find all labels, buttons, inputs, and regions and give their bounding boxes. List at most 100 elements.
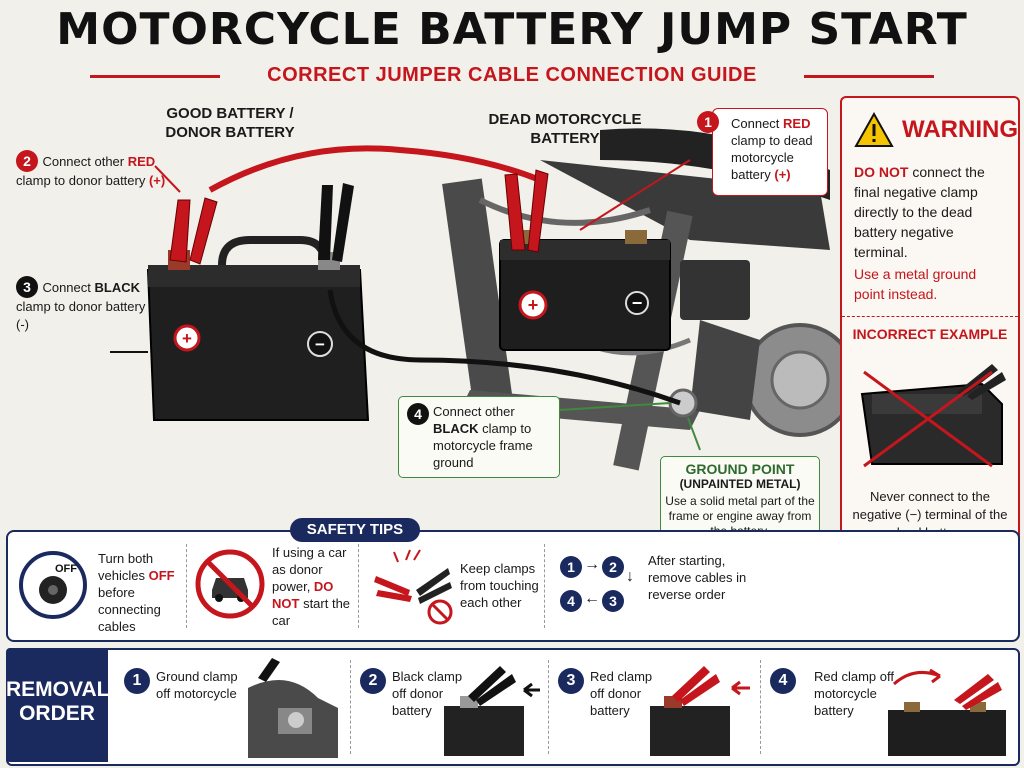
safety-tip-1-post: before connecting cables [98, 585, 161, 634]
ground-point-title: GROUND POINT [685, 461, 795, 477]
safety-divider-1 [186, 544, 188, 628]
dead-motorcycle-battery [499, 230, 671, 351]
step2-text-post: clamp to donor battery [16, 173, 149, 188]
step1-text: Connect RED clamp to dead motorcycle bat… [713, 109, 827, 183]
donor-minus-sign: − [315, 335, 325, 354]
step1-text-pre: Connect [731, 116, 784, 131]
moto-plus-sign: + [528, 295, 539, 315]
step4-number: 4 [407, 403, 429, 425]
arrow-step2 [154, 165, 181, 193]
seq-arrow-1: → [584, 556, 600, 573]
removal-order-title: REMOVAL ORDER [6, 648, 110, 762]
warning-text: DO NOT connect the final negative clamp … [854, 162, 1010, 262]
seq-arrow-curve: ↓ [626, 568, 634, 585]
step4-text-pre: Connect other [433, 404, 515, 419]
seq-3: 3 [602, 590, 624, 612]
safety-divider-3 [544, 544, 546, 628]
red-clamp-motorcycle [504, 169, 549, 253]
incorrect-example-title: INCORRECT EXAMPLE [852, 326, 1008, 342]
step3-callout: 3 Connect BLACK clamp to donor battery (… [16, 276, 156, 334]
step1-callout: 1 Connect RED clamp to dead motorcycle b… [697, 108, 828, 196]
warning-divider [842, 316, 1018, 317]
seq-arrow-2: ← [584, 590, 600, 607]
step2-symbol: (+) [148, 173, 166, 188]
subtitle: CORRECT JUMPER CABLE CONNECTION GUIDE [267, 64, 757, 86]
safety-tip-1: Turn both vehicles OFF before connecting… [98, 550, 184, 635]
incorrect-example-illustration [860, 364, 1006, 468]
removal-step-3-number: 3 [558, 668, 584, 694]
safety-tip-2: If using a car as donor power, DO NOT st… [272, 544, 356, 629]
safety-tip-2-highlight: DO NOT [272, 579, 334, 611]
safety-tips-title: SAFETY TIPS [290, 518, 420, 542]
step3-text-post: clamp to donor battery (-) [16, 299, 146, 332]
ignition-off-text: OFF [55, 563, 77, 575]
safety-tip-1-pre: Turn both vehicles [98, 551, 154, 583]
removal-step-2-illustration [444, 666, 540, 756]
black-jumper-cable [327, 289, 681, 406]
step1-number: 1 [697, 111, 719, 133]
removal-divider-1 [350, 660, 352, 754]
donor-battery [146, 236, 370, 421]
arrow-ground [687, 417, 701, 451]
subtitle-line-right [804, 75, 934, 78]
step2-text-pre: Connect other [42, 154, 128, 169]
subtitle-bar: CORRECT JUMPER CABLE CONNECTION GUIDE [90, 64, 934, 88]
removal-step-3-illustration [650, 666, 750, 756]
arrow-step4 [559, 402, 671, 411]
ignition-off-icon: OFF [19, 551, 87, 619]
black-clamp-donor [318, 183, 354, 262]
warning-advice: Use a metal ground point instead. [854, 266, 977, 302]
step3-highlight: BLACK [94, 280, 141, 295]
warning-body: connect the final negative clamp directl… [854, 164, 985, 260]
subtitle-line-left [90, 75, 220, 78]
warning-do-not: DO NOT [854, 164, 909, 180]
warning-panel: WARNING DO NOT connect the final negativ… [840, 96, 1020, 552]
arrow-step1 [579, 159, 691, 231]
step1-highlight: RED [783, 116, 811, 131]
moto-plus-terminal: + [518, 290, 548, 320]
incorrect-example-text: Never connect to the negative (−) termin… [852, 489, 1008, 540]
step2-callout: 2 Connect other RED clamp to donor batte… [16, 150, 166, 190]
donor-plus-sign: + [182, 329, 192, 348]
removal-order-panel: 1 Ground clamp off motorcycle 2 Black cl… [6, 648, 1020, 766]
clamps-touching-icon [374, 549, 453, 625]
removal-step-3-text: Red clamp off donor battery [590, 669, 653, 718]
step1-symbol: (+) [774, 167, 791, 182]
step1-text-post: clamp to dead motorcycle battery [731, 133, 813, 182]
good-battery-label-line2: DONOR BATTERY [165, 124, 295, 141]
seq-2: 2 [602, 556, 624, 578]
safety-tip-3: Keep clamps from touching each other [460, 561, 539, 610]
step2-number: 2 [16, 150, 38, 172]
step4-callout: 4 Connect other BLACK clamp to motorcycl… [398, 396, 560, 478]
step3-text-pre: Connect [42, 280, 95, 295]
cross-line-2 [863, 370, 993, 468]
step4-text: Connect other BLACK clamp to motorcycle … [399, 397, 559, 471]
safety-tip-2-pre: If using a car as donor power, [272, 545, 347, 594]
safety-tip-2-post: start the car [272, 596, 351, 628]
removal-step-2-number: 2 [360, 668, 386, 694]
removal-step-1-illustration [248, 658, 338, 758]
safety-tips-panel: OFF Turn both vehicles OFF before connec… [6, 530, 1020, 642]
removal-step-4-number: 4 [770, 668, 796, 694]
donor-plus-terminal: + [173, 324, 201, 352]
step4-highlight: BLACK [433, 421, 479, 436]
jump-diagram: + − + − [110, 128, 840, 471]
moto-minus-sign: − [632, 293, 643, 313]
seq-1: 1 [560, 556, 582, 578]
dead-battery-label: DEAD MOTORCYCLE BATTERY [488, 111, 642, 147]
good-battery-label-line1: GOOD BATTERY / [166, 105, 294, 122]
step2-text: Connect other RED clamp to donor battery… [16, 154, 165, 188]
ground-point-subtitle: (UNPAINTED METAL) [679, 477, 801, 491]
seq-4: 4 [560, 590, 582, 612]
removal-step-1-text: Ground clamp off motorcycle [156, 669, 238, 701]
step2-highlight: RED [127, 154, 156, 169]
safety-divider-2 [358, 544, 360, 628]
reverse-order-icon: 1 → 2 ↓ 3 ← 4 [560, 556, 640, 616]
step3-number: 3 [16, 276, 38, 298]
step3-text: Connect BLACK clamp to donor battery (-) [16, 280, 145, 332]
removal-step-1-number: 1 [124, 668, 150, 694]
donor-minus-terminal: − [307, 331, 333, 357]
warning-icon [854, 112, 894, 147]
removal-title-line1: REMOVAL [6, 678, 110, 701]
removal-title-line2: ORDER [19, 702, 95, 725]
